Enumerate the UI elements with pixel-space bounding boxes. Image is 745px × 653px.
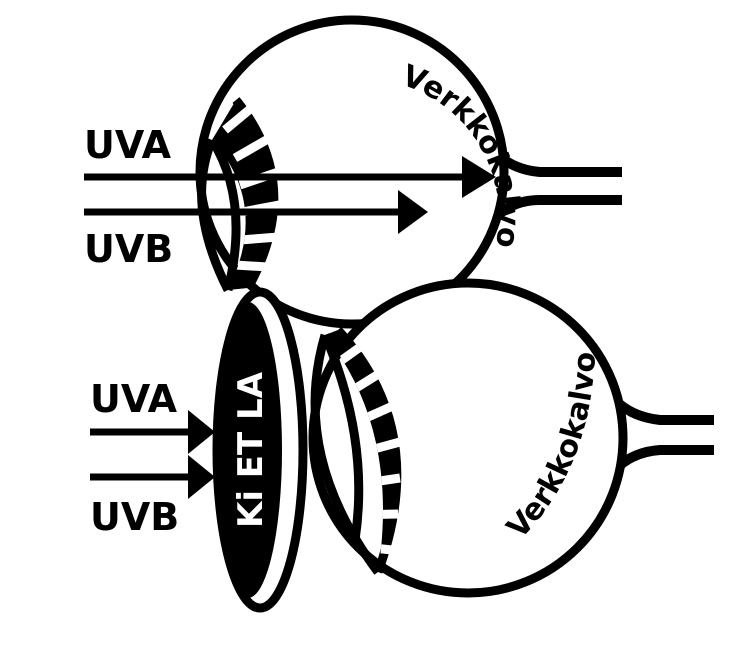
bottom-uvb-label: UVB: [90, 495, 179, 539]
sunglasses-lens-label: Ki ET LA: [231, 371, 271, 528]
bottom-eye: Ki ET LA UVA UVB Verkkokalvo: [90, 278, 714, 613]
bottom-uvb-arrow: [90, 455, 215, 499]
bottom-optic-nerve: [611, 396, 714, 474]
bottom-cornea: [310, 333, 382, 575]
top-eye: UVA UVB Verkkokalvo: [84, 15, 622, 329]
sunglasses-lens-dark: [214, 302, 282, 598]
top-uvb-label: UVB: [84, 227, 173, 271]
bottom-uva-arrow: [90, 410, 215, 454]
bottom-uva-label: UVA: [90, 377, 178, 421]
top-uva-label: UVA: [84, 123, 172, 167]
top-uva-arrow: [84, 156, 496, 198]
top-uvb-arrow: [84, 190, 428, 234]
